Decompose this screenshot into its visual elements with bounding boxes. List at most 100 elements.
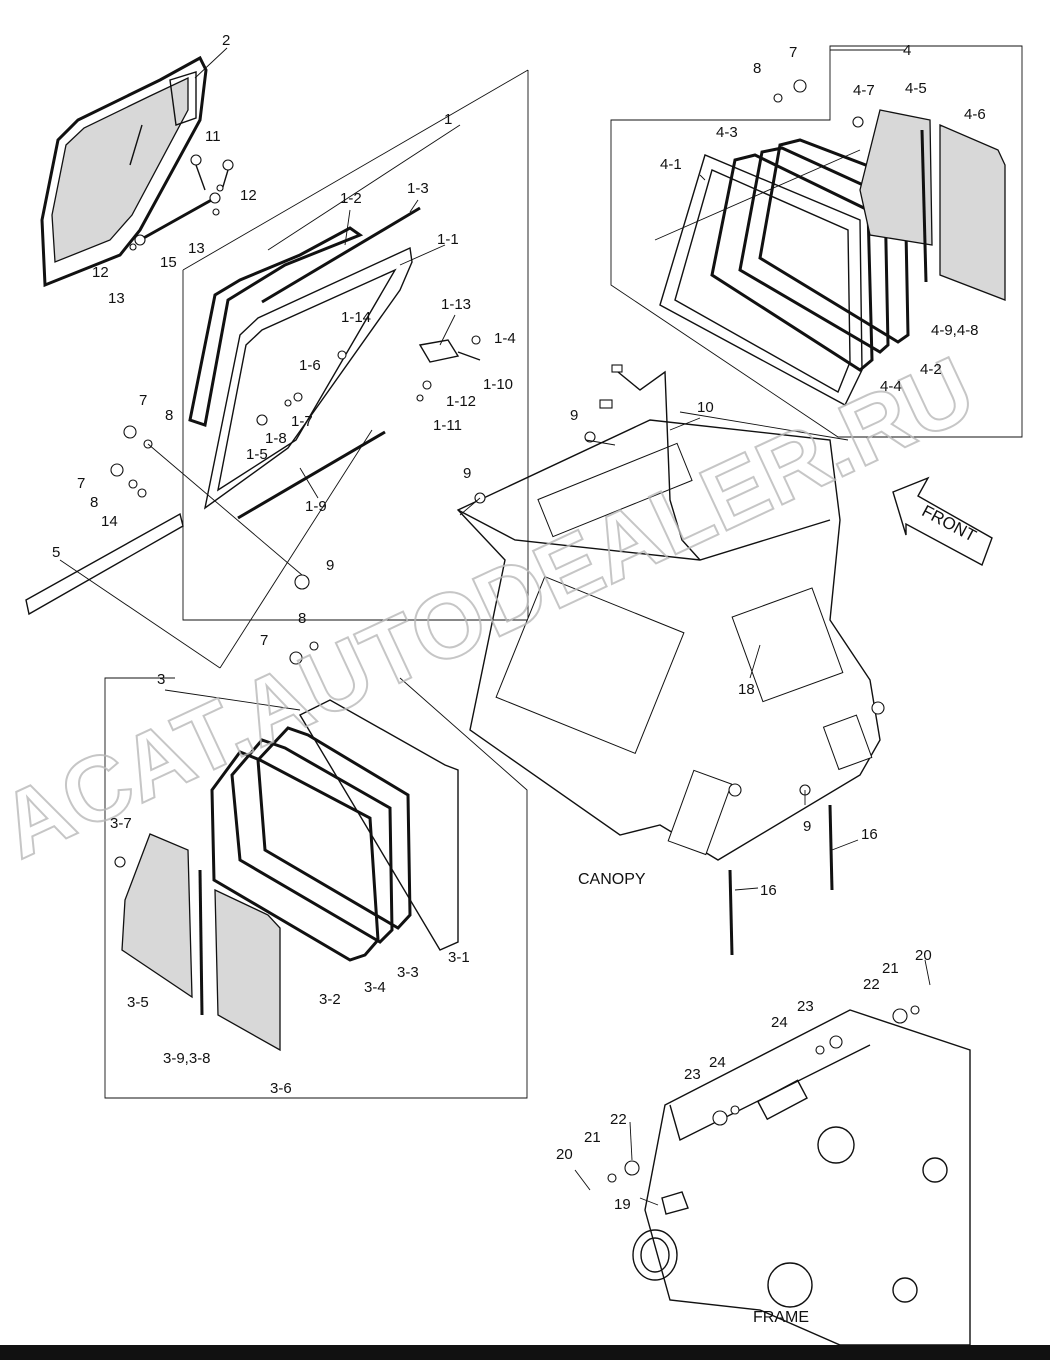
label-4-1: 4-1	[660, 156, 682, 173]
caption-frame: FRAME	[753, 1309, 809, 1326]
window-frame-1-1	[203, 246, 413, 510]
label-1-2: 1-2	[340, 190, 362, 207]
label-1-6: 1-6	[299, 357, 321, 374]
front-arrow-label: FRONT	[919, 501, 980, 545]
label-3-9-3-8: 3-9,3-8	[163, 1050, 211, 1067]
label-14: 14	[101, 513, 118, 530]
label-13a: 13	[188, 240, 205, 257]
label-4-6: 4-6	[964, 106, 986, 123]
label-22a: 22	[863, 976, 880, 993]
window-frame-4-1	[659, 154, 863, 406]
label-23b: 23	[684, 1066, 701, 1083]
group-1-box	[182, 69, 529, 621]
label-12a: 12	[240, 187, 257, 204]
label-12b: 12	[92, 264, 109, 281]
window-frame-3-1	[299, 699, 459, 951]
label-9b: 9	[570, 407, 578, 424]
plate-5	[25, 512, 184, 616]
label-4-4: 4-4	[880, 378, 902, 395]
label-7b: 7	[77, 475, 85, 492]
door-gas-strut	[134, 192, 221, 246]
front-arrow: FRONT	[892, 476, 993, 566]
label-4-2: 4-2	[920, 361, 942, 378]
label-8c: 8	[298, 610, 306, 627]
label-3-5: 3-5	[127, 994, 149, 1011]
glass-3-5	[121, 833, 193, 999]
label-1-11: 1-11	[433, 417, 462, 434]
label-20a: 20	[915, 947, 932, 964]
canopy	[456, 419, 885, 861]
label-1-1: 1-1	[437, 231, 459, 248]
label-8d: 8	[753, 60, 761, 77]
bottom-bar	[0, 1345, 1050, 1360]
label-9c: 9	[463, 465, 471, 482]
seals-3-2-3-3-3-4	[210, 726, 412, 962]
label-24a: 24	[771, 1014, 788, 1031]
label-4-5: 4-5	[905, 80, 927, 97]
label-5: 5	[52, 544, 60, 561]
label-1-10: 1-10	[483, 376, 513, 393]
latch-1-13	[418, 335, 481, 363]
group-3-box	[104, 677, 528, 1099]
label-4: 4	[903, 42, 911, 59]
glass-4-6	[939, 124, 1006, 301]
label-1-13: 1-13	[441, 296, 471, 313]
watermark: ACAT.AUTODEALER.RU	[0, 338, 989, 878]
harness-10	[599, 364, 701, 561]
door-assembly	[40, 55, 208, 288]
label-9a: 9	[326, 557, 334, 574]
label-1-7: 1-7	[291, 413, 313, 430]
strip-3-9	[198, 869, 204, 1016]
label-3-3: 3-3	[397, 964, 419, 981]
label-1-4: 1-4	[494, 330, 516, 347]
label-3: 3	[157, 671, 165, 688]
label-21a: 21	[882, 960, 899, 977]
label-1: 1	[444, 111, 452, 128]
label-7a: 7	[139, 392, 147, 409]
hardware-left	[110, 425, 319, 665]
label-1-3: 1-3	[407, 180, 429, 197]
label-1-5: 1-5	[246, 446, 268, 463]
label-23a: 23	[797, 998, 814, 1015]
caption-canopy: CANOPY	[578, 871, 646, 888]
frame	[607, 1005, 971, 1346]
label-13b: 13	[108, 290, 125, 307]
label-4-9-4-8: 4-9,4-8	[931, 322, 979, 339]
label-16a: 16	[861, 826, 878, 843]
hardware-group-4	[773, 79, 864, 128]
label-15: 15	[160, 254, 177, 271]
label-7c: 7	[260, 632, 268, 649]
bolts-group-1	[256, 350, 432, 426]
label-3-2: 3-2	[319, 991, 341, 1008]
group-4-box	[610, 45, 1023, 438]
label-7d: 7	[789, 44, 797, 61]
part-labels: 2 11 12 13 15 12 13 1 1-2 1-3 1-1 1-13 1…	[52, 32, 986, 1326]
label-24b: 24	[709, 1054, 726, 1071]
label-8b: 8	[90, 494, 98, 511]
label-19: 19	[614, 1196, 631, 1213]
strip-4-9	[920, 129, 928, 283]
label-1-14: 1-14	[341, 309, 371, 326]
label-4-3: 4-3	[716, 124, 738, 141]
label-1-9: 1-9	[305, 498, 327, 515]
label-18: 18	[738, 681, 755, 698]
pins-11	[129, 154, 234, 251]
label-21b: 21	[584, 1129, 601, 1146]
strip-1-9	[237, 430, 386, 520]
label-22b: 22	[610, 1111, 627, 1128]
label-4-7: 4-7	[853, 82, 875, 99]
label-1-12: 1-12	[446, 393, 476, 410]
label-11: 11	[205, 128, 221, 145]
label-3-6: 3-6	[270, 1080, 292, 1097]
label-10: 10	[697, 399, 714, 416]
label-2: 2	[222, 32, 230, 49]
label-16b: 16	[760, 882, 777, 899]
glass-4-5	[859, 109, 933, 246]
label-1-8: 1-8	[265, 430, 287, 447]
glass-3-6	[214, 888, 281, 1052]
seal-1-3	[261, 206, 421, 304]
label-3-4: 3-4	[364, 979, 386, 996]
label-20b: 20	[556, 1146, 573, 1163]
seal-1-2	[188, 226, 364, 427]
